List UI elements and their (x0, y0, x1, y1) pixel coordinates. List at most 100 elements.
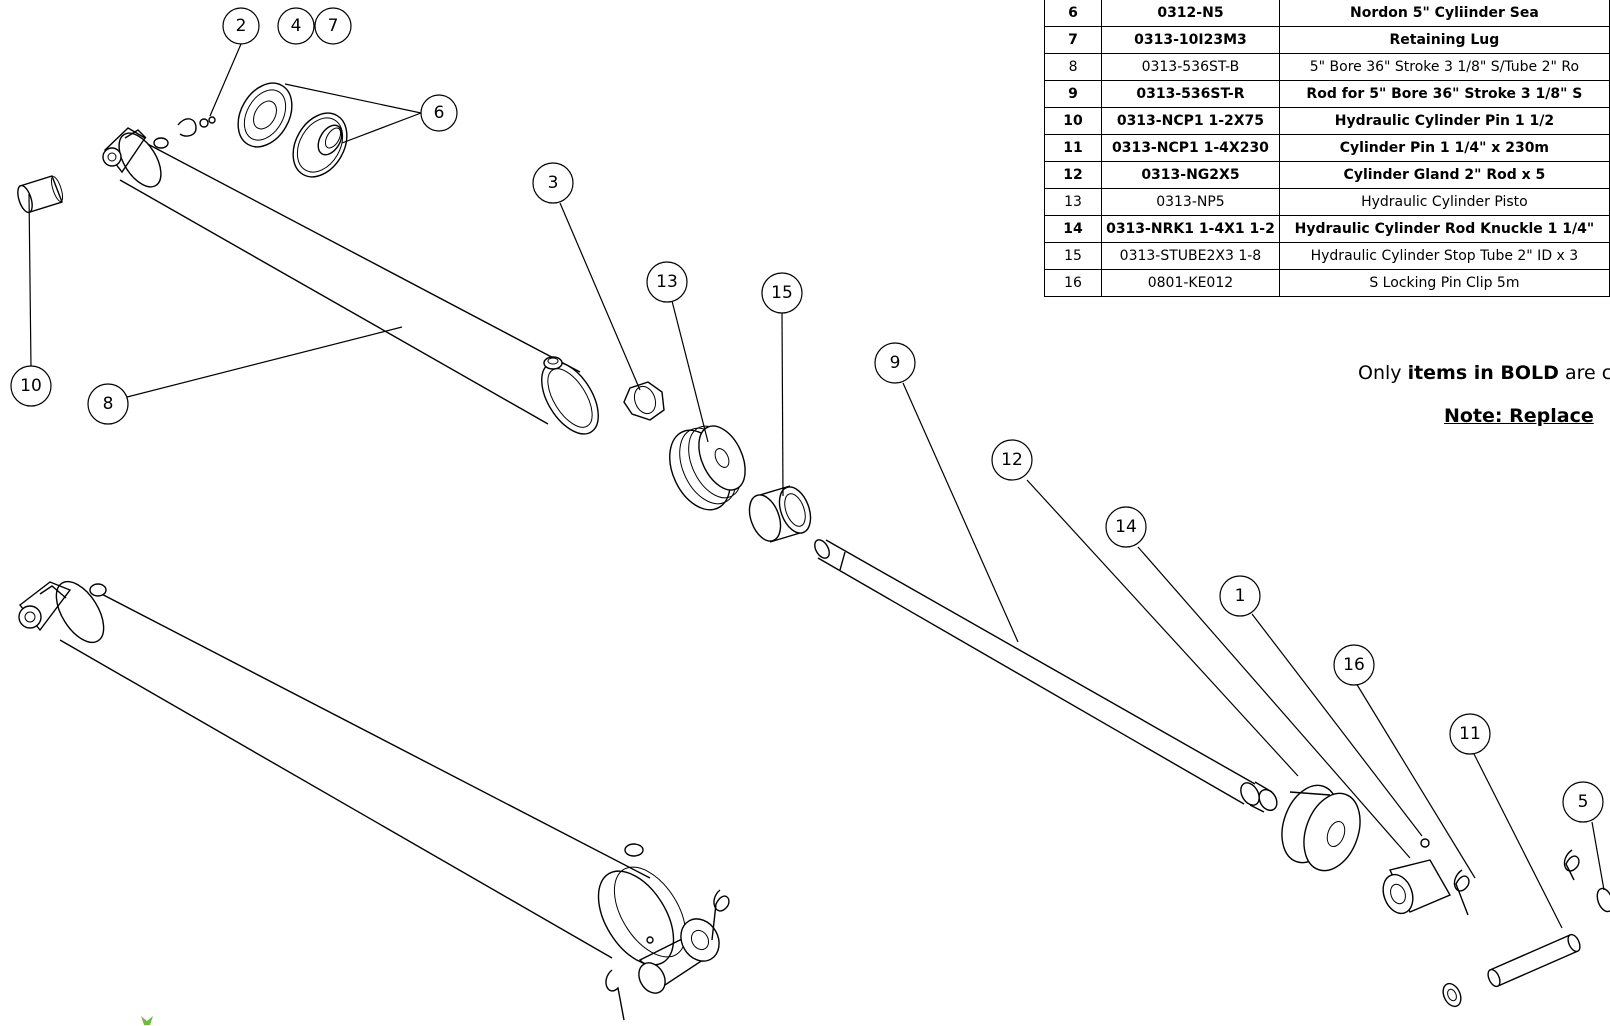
bom-description: Retaining Lug (1278, 26, 1610, 54)
bom-description: Hydraulic Cylinder Pisto (1278, 188, 1610, 216)
bom-part-number: 0313-NCP1 1-2X75 (1101, 107, 1280, 135)
svg-text:1: 1 (1235, 586, 1246, 606)
bold-items-note: Only items in BOLD are c (1358, 362, 1610, 384)
balloon-15: 15 (761, 272, 803, 314)
balloon-9: 9 (874, 342, 916, 384)
balloon-1: 1 (1219, 575, 1261, 617)
part-14-rod-knuckle (1382, 859, 1451, 915)
assembled-cylinder (18, 580, 730, 1021)
svg-text:14: 14 (1115, 517, 1137, 537)
bom-part-number: 0313-NG2X5 (1101, 161, 1280, 189)
svg-text:13: 13 (656, 272, 678, 292)
bom-description: Hydraulic Cylinder Pin 1 1/2 (1278, 107, 1610, 135)
svg-text:11: 11 (1459, 724, 1481, 744)
svg-text:6: 6 (434, 103, 445, 123)
bom-item-number: 15 (1043, 242, 1103, 270)
part-13-piston (669, 425, 746, 511)
part-1-fitting (1420, 838, 1430, 848)
part-15-stop-tube (748, 485, 812, 543)
svg-text:7: 7 (328, 16, 339, 36)
balloon-16: 16 (1333, 644, 1375, 686)
bom-item-number: 10 (1043, 107, 1103, 135)
part-16-clip (1453, 869, 1470, 916)
svg-text:8: 8 (103, 394, 114, 414)
svg-text:10: 10 (20, 376, 42, 396)
bom-part-number: 0313-NP5 (1101, 188, 1280, 216)
svg-text:4: 4 (291, 16, 302, 36)
note-bold: items in BOLD (1407, 362, 1559, 384)
part-6-seals (237, 82, 348, 178)
svg-text:5: 5 (1578, 792, 1589, 812)
bom-item-number: 8 (1043, 53, 1103, 81)
logo-leaf-icon (141, 1016, 153, 1025)
balloon-5: 5 (1562, 781, 1604, 823)
bom-item-number: 16 (1043, 269, 1103, 297)
svg-text:3: 3 (548, 173, 559, 193)
bom-part-number: 0313-10I23M3 (1101, 26, 1280, 54)
bom-description: Hydraulic Cylinder Rod Knuckle 1 1/4" (1278, 215, 1610, 243)
note-suffix: are c (1558, 362, 1610, 384)
balloon-12: 12 (991, 439, 1033, 481)
bom-item-number: 9 (1043, 80, 1103, 108)
svg-text:2: 2 (236, 16, 247, 36)
balloon-4: 4 (277, 7, 315, 45)
balloon-10: 10 (10, 365, 52, 407)
note-prefix: Only (1358, 362, 1408, 384)
replace-note: Note: Replace (1444, 405, 1594, 427)
bom-part-number: 0313-536ST-R (1101, 80, 1280, 108)
balloon-13: 13 (646, 261, 688, 303)
balloon-2: 2 (222, 7, 260, 45)
part-12-gland (1281, 784, 1361, 872)
bom-description: Hydraulic Cylinder Stop Tube 2" ID x 3 (1278, 242, 1610, 270)
bom-item-number: 12 (1043, 161, 1103, 189)
svg-text:12: 12 (1001, 450, 1023, 470)
balloon-14: 14 (1105, 506, 1147, 548)
bom-description: Cylinder Pin 1 1/4" x 230m (1278, 134, 1610, 162)
bom-item-number: 13 (1043, 188, 1103, 216)
svg-text:15: 15 (771, 283, 793, 303)
bom-item-number: 6 (1043, 0, 1103, 27)
part-5-parts (1563, 849, 1610, 913)
bom-description: S Locking Pin Clip 5m (1278, 269, 1610, 297)
part-8-barrel (102, 127, 599, 435)
bom-part-number: 0313-STUBE2X3 1-8 (1101, 242, 1280, 270)
bom-part-number: 0313-536ST-B (1101, 53, 1280, 81)
bom-part-number: 0801-KE012 (1101, 269, 1280, 297)
part-10-pin (17, 175, 64, 214)
bom-part-number: 0313-NCP1 1-4X230 (1101, 134, 1280, 162)
bom-description: Nordon 5" Cyliinder Sea (1278, 0, 1610, 27)
bom-item-number: 11 (1043, 134, 1103, 162)
balloon-7: 7 (314, 7, 352, 45)
bom-item-number: 7 (1043, 26, 1103, 54)
bom-description: Rod for 5" Bore 36" Stroke 3 1/8" S (1278, 80, 1610, 108)
balloon-11: 11 (1449, 713, 1491, 755)
bom-description: 5" Bore 36" Stroke 3 1/8" S/Tube 2" Ro (1278, 53, 1610, 81)
leader-lines (28, 43, 1605, 929)
balloon-6: 6 (420, 94, 458, 132)
bom-part-number: 0313-NRK1 1-4X1 1-2 (1101, 215, 1280, 243)
balloon-8: 8 (87, 383, 129, 425)
bom-part-number: 0312-N5 (1101, 0, 1280, 27)
bom-item-number: 14 (1043, 215, 1103, 243)
balloon-3: 3 (532, 162, 574, 204)
svg-text:16: 16 (1343, 655, 1365, 675)
part-2-4-7-fittings (177, 116, 216, 137)
part-9-rod (814, 539, 1278, 813)
part-3-nut (623, 381, 665, 421)
part-11-pin (1442, 933, 1581, 1008)
bom-description: Cylinder Gland 2" Rod x 5 (1278, 161, 1610, 189)
svg-text:9: 9 (890, 353, 901, 373)
